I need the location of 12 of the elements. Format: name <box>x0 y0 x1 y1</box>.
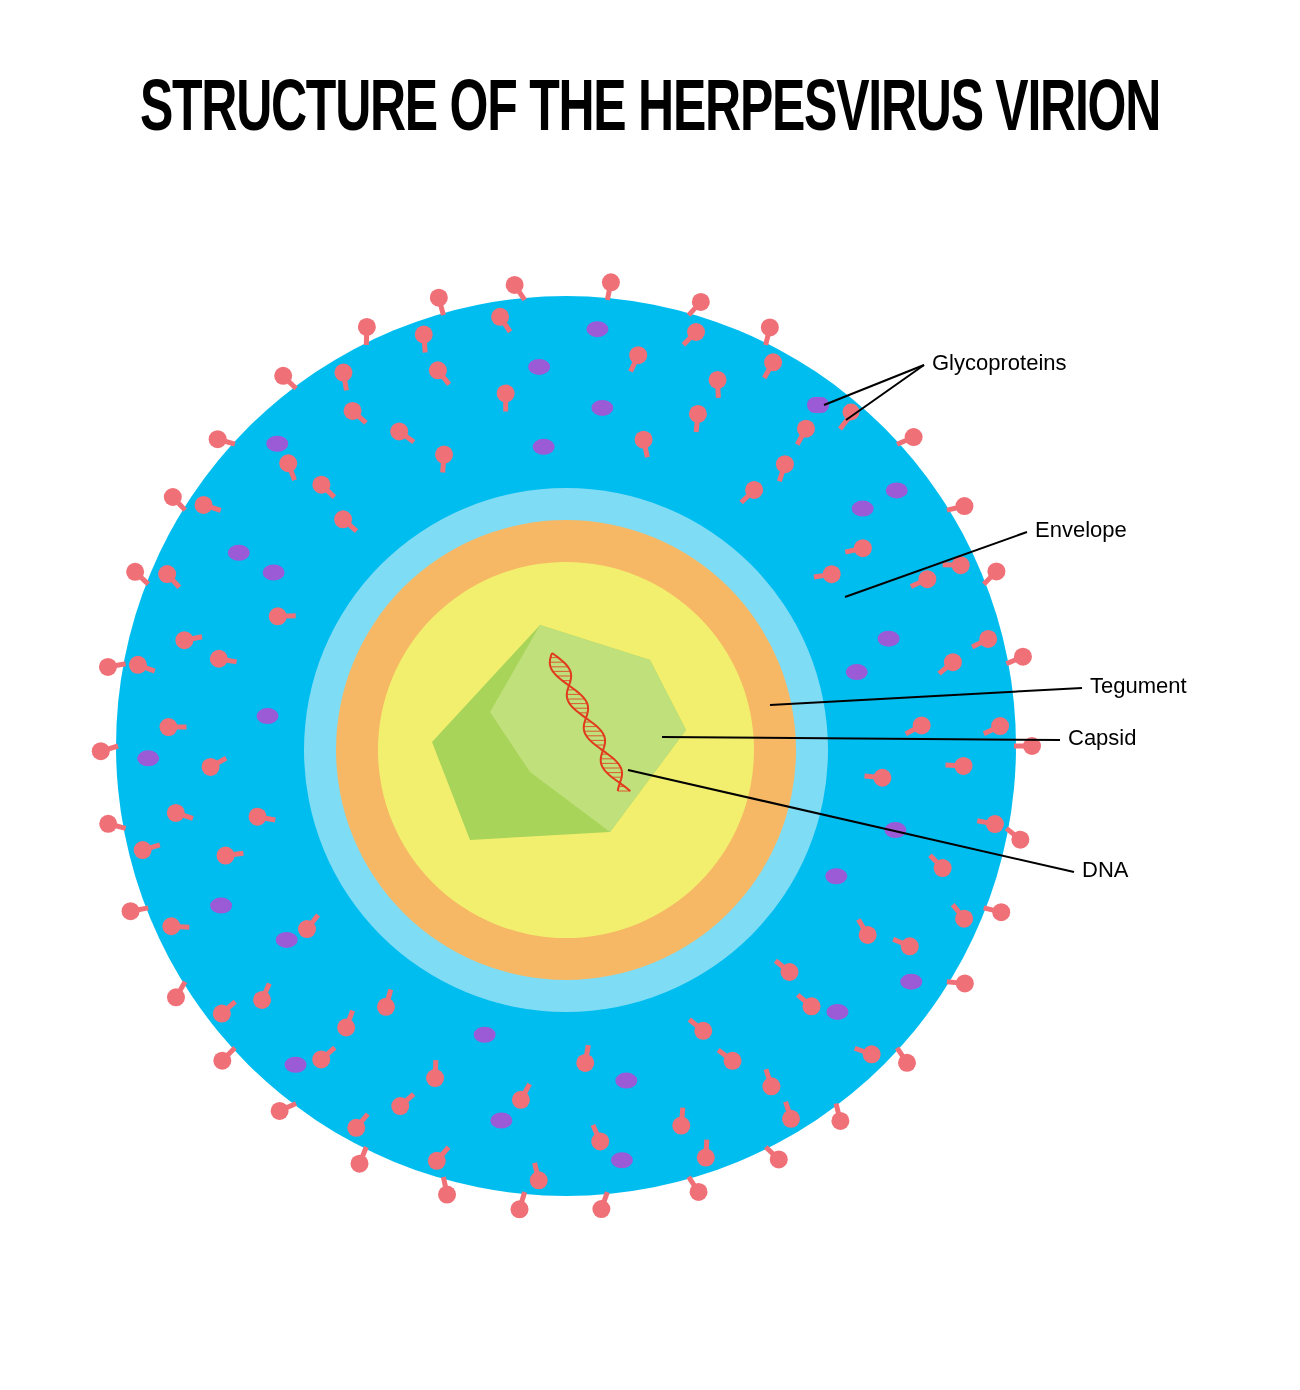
leader-line <box>769 687 1083 706</box>
part-label: Glycoproteins <box>932 349 1067 377</box>
part-label: DNA <box>1082 856 1129 884</box>
leader-line <box>823 364 925 406</box>
leader-line <box>845 364 925 421</box>
part-label: Tegument <box>1090 672 1187 700</box>
leader-line <box>844 531 1028 598</box>
leader-line <box>627 769 1075 873</box>
leader-line <box>661 736 1061 741</box>
part-label: Envelope <box>1035 516 1127 544</box>
title: STRUCTURE OF THE HERPESVIRUS VIRION <box>138 63 1162 148</box>
part-label: Capsid <box>1068 724 1137 752</box>
